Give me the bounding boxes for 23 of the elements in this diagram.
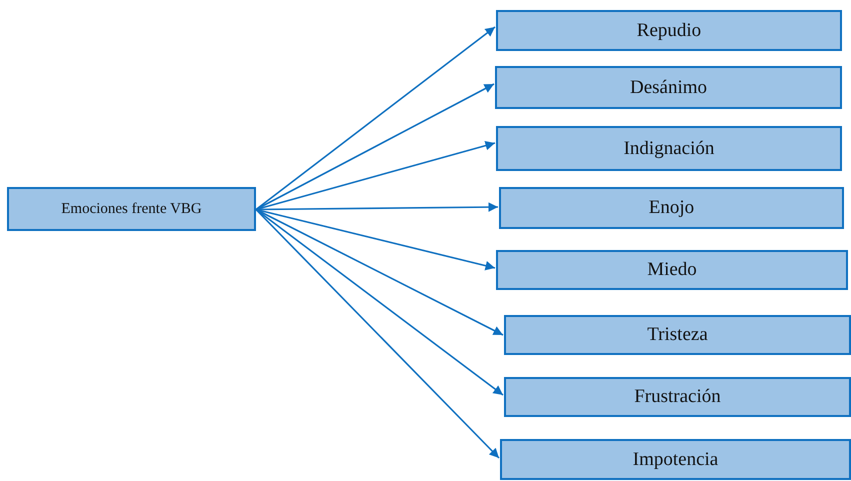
emotion-box [496,250,848,290]
emotion-box [495,66,842,109]
emotion-box [500,439,851,480]
node-label: Enojo [648,197,694,219]
node-label: Desánimo [630,76,708,98]
arrow [255,208,500,459]
emotion-box [504,315,851,355]
arrow [256,26,496,210]
node-label: Tristeza [647,324,708,346]
emotion-box [496,126,842,171]
node-label: Emociones frente VBG [61,200,202,218]
node-label: Miedo [647,259,697,281]
emotion-box [504,377,851,417]
arrow [256,83,494,210]
node-label: Repudio [636,20,702,42]
arrow [256,202,498,212]
source-box [7,187,256,231]
node-label: Impotencia [632,448,718,470]
node-label: Indignación [624,138,714,160]
node-label: Frustración [634,386,721,408]
emotion-box [499,187,844,229]
emotion-box [496,10,842,51]
arrow [256,140,496,210]
